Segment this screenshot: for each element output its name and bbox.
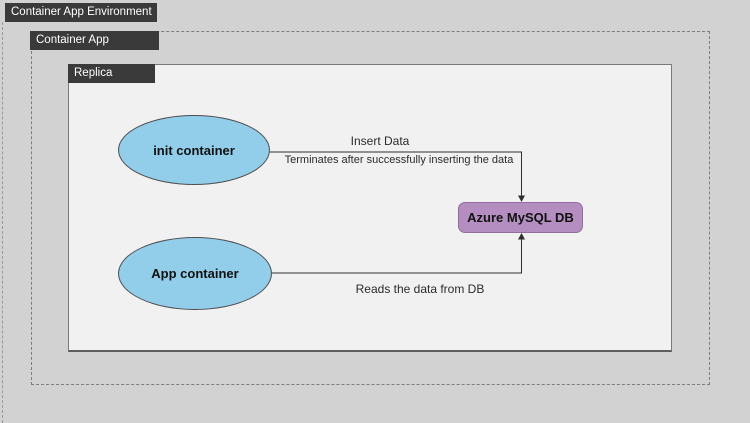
azure-mysql-db-node-label: Azure MySQL DB	[467, 210, 574, 225]
reads-data-edge-label: Reads the data from DB	[355, 282, 485, 296]
container-app-dashed-border	[31, 31, 710, 385]
environment-dashed-border	[2, 22, 3, 423]
app-container-node-label: App container	[151, 266, 239, 281]
init-container-node: init container	[118, 115, 270, 185]
insert-data-edge-label: Insert Data	[350, 134, 410, 148]
azure-mysql-db-node: Azure MySQL DB	[458, 202, 583, 233]
app-container-node: App container	[118, 237, 272, 310]
terminates-edge-sublabel: Terminates after successfully inserting …	[284, 154, 514, 166]
environment-label: Container App Environment	[5, 3, 157, 22]
container-app-label: Container App	[30, 31, 159, 50]
init-container-node-label: init container	[153, 142, 235, 158]
replica-label: Replica	[68, 64, 155, 83]
